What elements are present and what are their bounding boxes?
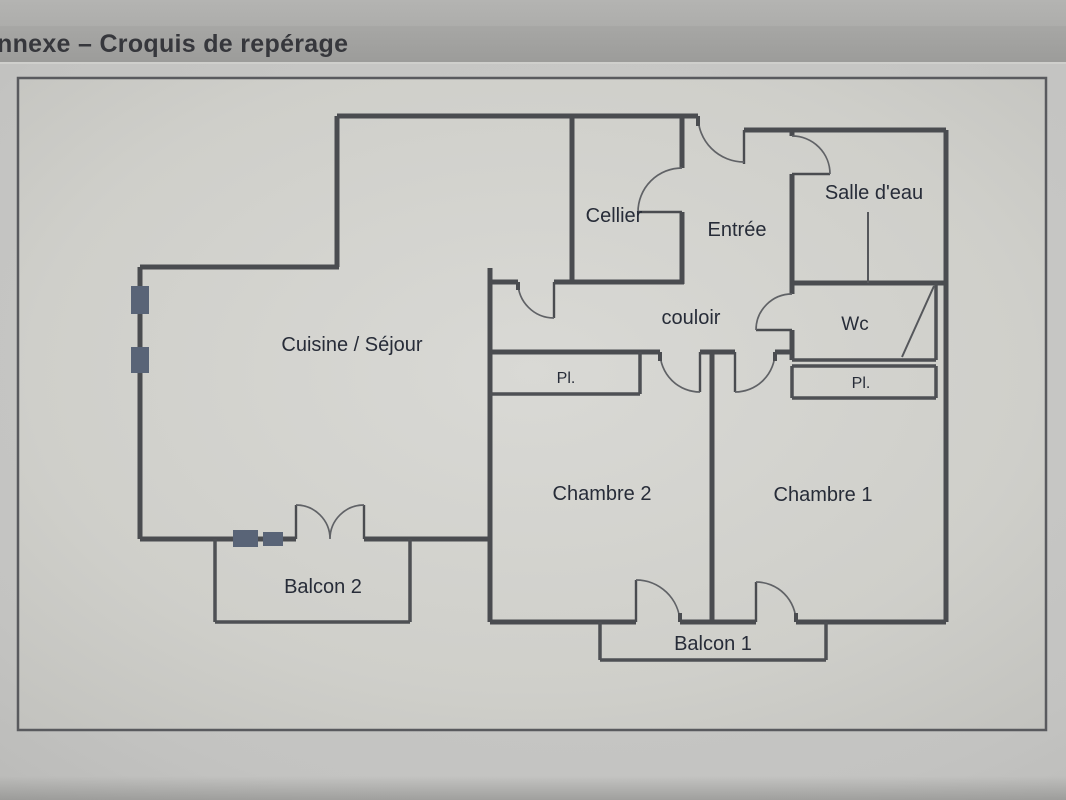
- room-label-balcon-2: Balcon 2: [284, 576, 362, 598]
- room-label-chambre-1: Chambre 1: [774, 484, 873, 506]
- walls: [137, 113, 949, 625]
- room-label-salle-deau: Salle d'eau: [825, 182, 923, 204]
- room-label-entree: Entrée: [708, 219, 767, 241]
- window-symbol: [233, 530, 258, 547]
- window-symbol: [263, 532, 283, 546]
- room-label-cellier: Cellier: [586, 205, 643, 227]
- header-underline: [0, 62, 1066, 64]
- window-symbol: [131, 286, 149, 314]
- room-label-placard-1: Pl.: [557, 370, 576, 387]
- door-jambs: [516, 116, 798, 622]
- floor-plan-svg: Cellier Entrée Salle d'eau couloir Wc Cu…: [16, 76, 1048, 732]
- room-label-chambre-2: Chambre 2: [553, 483, 652, 505]
- page-top-margin: [0, 0, 1066, 26]
- interior-partitions: [867, 212, 935, 358]
- window-symbols: [131, 286, 283, 547]
- room-label-placard-2: Pl.: [852, 375, 871, 392]
- room-label-cuisine-sejour: Cuisine / Séjour: [281, 334, 423, 356]
- room-label-balcon-1: Balcon 1: [674, 633, 752, 655]
- window-symbol: [131, 347, 149, 373]
- room-labels: Cellier Entrée Salle d'eau couloir Wc Cu…: [281, 182, 923, 655]
- plan-frame: [16, 76, 1048, 732]
- document-title: nnexe – Croquis de repérage: [0, 29, 349, 58]
- closet-and-balcony-outlines: [213, 283, 938, 662]
- room-label-wc: Wc: [841, 314, 868, 335]
- door-swing-arcs: [295, 115, 831, 623]
- room-label-couloir: couloir: [662, 307, 721, 329]
- photo-page: Cellier Entrée Salle d'eau couloir Wc Cu…: [0, 64, 1066, 800]
- document-header: nnexe – Croquis de repérage: [0, 26, 1066, 62]
- door-leaves: [294, 130, 830, 622]
